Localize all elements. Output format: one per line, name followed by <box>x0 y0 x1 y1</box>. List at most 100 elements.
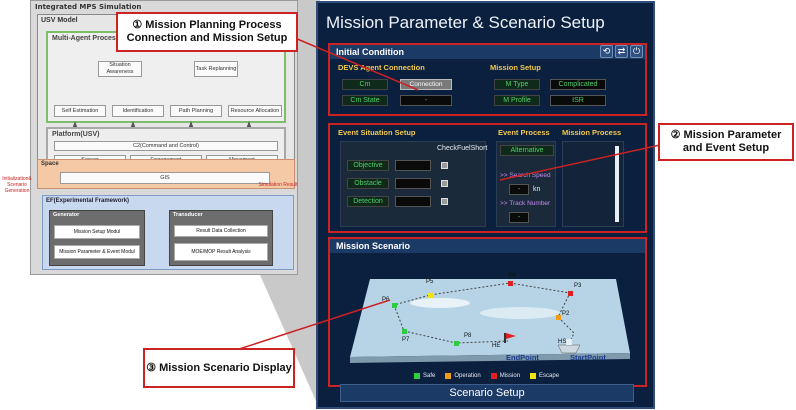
alternative-button[interactable]: Alternative <box>500 145 554 156</box>
space-label: Space <box>41 161 59 167</box>
waypoint-label-p3: P3 <box>574 283 582 289</box>
obstacle-value[interactable] <box>395 178 431 189</box>
scenario-legend: Safe Operation Mission Escape <box>414 373 559 379</box>
waypoint-marker <box>402 329 407 334</box>
up-arrow-icon <box>72 121 78 129</box>
escape-color-icon <box>530 373 537 379</box>
space-box: Space GIS <box>37 159 295 189</box>
legend-safe: Safe <box>414 373 435 379</box>
situation-awareness-box: Situation Awareness <box>98 61 142 77</box>
power-icon[interactable]: ⏻ <box>630 45 643 58</box>
waypoint-label-p2: P2 <box>562 311 570 317</box>
up-arrow-icon <box>130 121 136 129</box>
up-arrow-icon <box>188 121 194 129</box>
devs-agent-connection-label: DEVS Agent Connection <box>338 63 425 72</box>
waypoint-label-p4: P4 <box>508 273 516 279</box>
waypoint-marker <box>568 291 573 296</box>
search-speed-label: >> Search Speed <box>500 172 551 179</box>
detection-value[interactable] <box>395 196 431 207</box>
waypoint-label-p5: P5 <box>426 279 434 285</box>
generator-label: Generator <box>53 212 80 218</box>
callout-mission-parameter: ② Mission Parameter and Event Setup <box>658 123 794 161</box>
obstacle-checkbox[interactable] <box>441 180 448 187</box>
obstacle-label: Obstacle <box>347 178 389 189</box>
scenario-map <box>350 279 630 363</box>
mission-setup-panel: Mission Parameter & Scenario Setup Initi… <box>316 1 655 409</box>
operation-color-icon <box>445 373 452 379</box>
m-profile-label: M Profile <box>494 95 540 106</box>
legend-escape: Escape <box>530 373 559 379</box>
panel-title: Mission Parameter & Scenario Setup <box>326 13 605 32</box>
transducer-label: Transducer <box>173 212 203 218</box>
task-replanning-box: Task Replanning <box>194 61 238 77</box>
callout-mission-planning: ① Mission Planning Process Connection an… <box>116 12 298 52</box>
event-setup-area: Check FuelShort Objective Obstacle Detec… <box>340 141 488 227</box>
cm-state-label: Cm State <box>342 95 388 106</box>
event-situation-header: Event Situation Setup <box>338 128 416 137</box>
start-point-label: StartPoint <box>570 353 606 362</box>
self-estimation-box: Self Estimation <box>54 105 106 117</box>
initial-condition-section: Initial Condition ⟲ ⇄ ⏻ DEVS Agent Conne… <box>328 43 647 116</box>
waypoint-label-p8: P8 <box>464 333 472 339</box>
connection-button[interactable]: Connection <box>400 79 452 90</box>
refresh-icon[interactable]: ⟲ <box>600 45 613 58</box>
path-planning-box: Path Planning <box>170 105 222 117</box>
search-speed-value[interactable]: - <box>509 184 529 195</box>
waypoint-label-hs: HS <box>558 339 567 345</box>
mission-process-scrollbar[interactable] <box>615 146 619 222</box>
track-number-label: >> Track Number <box>500 200 551 207</box>
initial-condition-header: Initial Condition <box>330 45 645 59</box>
gis-box: GIS <box>60 172 270 184</box>
resource-allocation-box: Resource Allocation <box>228 105 282 117</box>
event-process-label: Event Process <box>498 128 550 137</box>
legend-label: Safe <box>423 373 436 379</box>
m-type-label: M Type <box>494 79 540 90</box>
track-number-value[interactable]: - <box>509 212 529 223</box>
arch-title: Integrated MPS Simulation <box>35 3 142 11</box>
transducer-box: Transducer Result Data Collection MOE/MO… <box>169 210 273 266</box>
scenario-setup-button[interactable]: Scenario Setup <box>340 384 634 402</box>
detection-checkbox[interactable] <box>441 198 448 205</box>
legend-operation: Operation <box>445 373 481 379</box>
waypoint-label-p6: P6 <box>382 297 390 303</box>
detection-label: Detection <box>347 196 389 207</box>
legend-label: Escape <box>539 373 560 379</box>
event-situation-section: Event Situation Setup Event Process Miss… <box>328 123 647 233</box>
legend-mission: Mission <box>490 373 521 379</box>
legend-label: Operation <box>454 373 481 379</box>
mission-parameter-event-modul: Mission Parameter & Event Modul <box>54 245 140 259</box>
objective-value[interactable] <box>395 160 431 171</box>
map-label: Multi-Agent Process <box>52 35 120 42</box>
legend-label: Mission <box>499 373 521 379</box>
moe-mop-result-analysis: MOE/MOP Result Analysis <box>174 243 268 261</box>
initialization-note: Initialization& Scenario Generation <box>2 176 32 194</box>
c2-box: C2(Command and Control) <box>54 141 278 151</box>
waypoint-label-p7: P7 <box>402 337 410 343</box>
callout-mission-scenario: ③ Mission Scenario Display <box>143 348 295 388</box>
safe-color-icon <box>414 373 420 379</box>
objective-label: Objective <box>347 160 389 171</box>
check-label: Check <box>437 145 457 152</box>
mission-process-label: Mission Process <box>562 128 622 137</box>
generator-box: Generator Mission Setup Modul Mission Pa… <box>49 210 145 266</box>
waypoint-marker <box>454 341 459 346</box>
waypoint-marker <box>428 293 433 298</box>
mission-setup-label: Mission Setup <box>490 63 541 72</box>
up-arrow-icon <box>246 121 252 129</box>
m-type-value[interactable]: Complicated <box>550 79 606 90</box>
waypoint-marker <box>392 303 397 308</box>
objective-checkbox[interactable] <box>441 162 448 169</box>
cm-label: Cm <box>342 79 388 90</box>
ef-label: EF(Experimental Framework) <box>46 198 130 204</box>
search-speed-unit: kn <box>533 186 541 193</box>
cm-state-value: - <box>400 95 452 106</box>
sync-icon[interactable]: ⇄ <box>615 45 628 58</box>
result-data-collection: Result Data Collection <box>174 225 268 237</box>
simulation-result-note: Simulation Result <box>258 182 298 188</box>
experimental-framework-box: EF(Experimental Framework) Generator Mis… <box>42 195 294 270</box>
platform-label: Platform(USV) <box>52 131 100 138</box>
waypoint-label-he: HE <box>492 343 501 349</box>
m-profile-value[interactable]: ISR <box>550 95 606 106</box>
identification-box: Identification <box>112 105 164 117</box>
fuelshort-label: FuelShort <box>457 145 488 152</box>
